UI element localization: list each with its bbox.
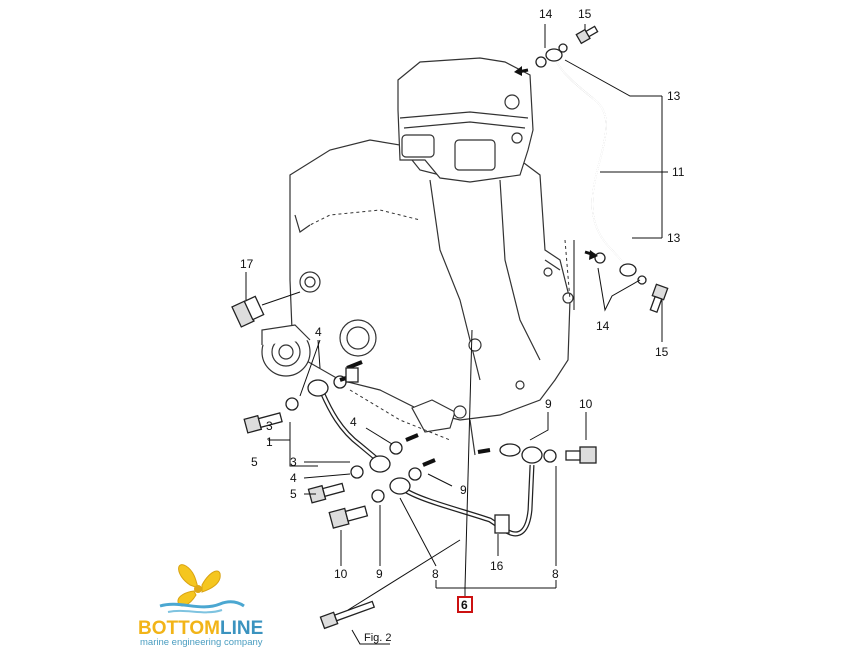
callout-13-bottom: 13	[667, 231, 681, 245]
callout-3-top: 3	[266, 419, 273, 433]
callout-9-bottom-left: 9	[376, 567, 383, 581]
callout-10-right: 10	[579, 397, 593, 411]
callout-13-top: 13	[667, 89, 681, 103]
callout-8-right: 8	[552, 567, 559, 581]
logo-tagline: marine engineering company	[140, 637, 263, 648]
svg-text:BOTTOMLINE: BOTTOMLINE	[138, 618, 263, 639]
callout-17: 17	[240, 257, 254, 271]
company-logo: BOTTOMLINE marine engineering company	[138, 564, 263, 648]
callout-labels: 14 15 13 11 13 14 15 17 4 3 4 1 3 4 5 5 …	[240, 7, 685, 581]
callout-11: 11	[672, 165, 685, 179]
callout-10-left: 10	[334, 567, 348, 581]
part-11-upper-oil-pipe	[514, 25, 669, 313]
wave-icon	[159, 600, 245, 609]
callout-14-bottom: 14	[596, 319, 610, 333]
figure-reference-label: Fig. 2	[364, 632, 392, 644]
propeller-icon	[177, 564, 221, 607]
callout-8-left: 8	[432, 567, 439, 581]
leader-lines	[268, 24, 668, 645]
callout-4-bottom: 4	[290, 471, 297, 485]
callout-1: 1	[266, 435, 273, 449]
highlighted-part-callout[interactable]: 6	[457, 596, 473, 613]
callout-15-top: 15	[578, 7, 592, 21]
part-1-lower-oil-pipe	[243, 360, 436, 529]
callout-14-top: 14	[539, 7, 553, 21]
callout-9-top-right: 9	[545, 397, 552, 411]
part-6-lower-oil-pipe	[319, 443, 597, 630]
callout-5-bottom: 5	[290, 487, 297, 501]
callout-15-bottom: 15	[655, 345, 669, 359]
callout-16: 16	[490, 559, 504, 573]
figure-reference: Fig. 2	[364, 632, 392, 644]
logo-name-line: LINE	[220, 618, 263, 639]
callout-3-bottom: 3	[290, 455, 297, 469]
callout-4-middle: 4	[350, 415, 357, 429]
highlighted-part-number: 6	[461, 598, 468, 612]
callout-9-middle: 9	[460, 483, 467, 497]
part-17-sender	[231, 272, 301, 328]
callout-5-top: 5	[251, 455, 258, 469]
callout-4-top: 4	[315, 325, 322, 339]
logo-name-bottom: BOTTOM	[138, 618, 220, 639]
engine-outline	[261, 57, 574, 456]
